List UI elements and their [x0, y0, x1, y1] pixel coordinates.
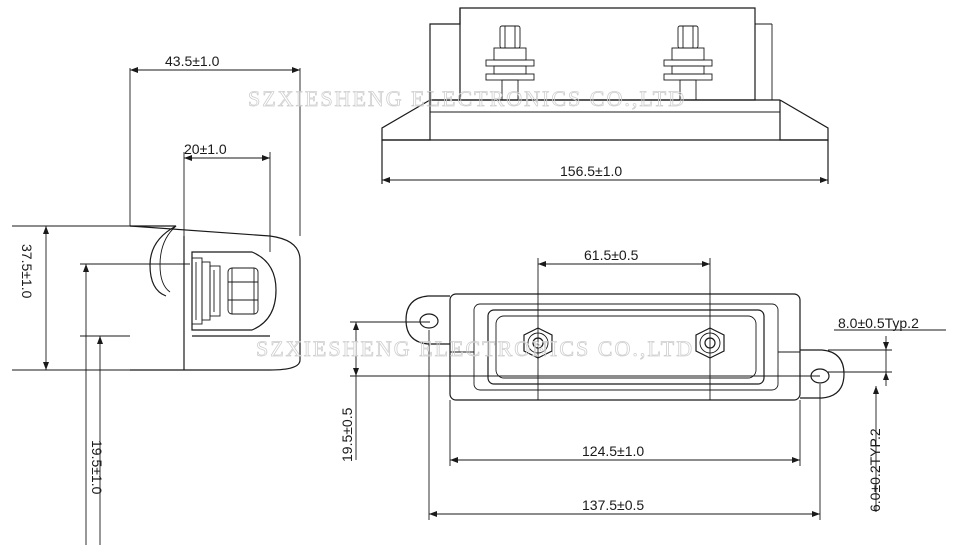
left-mounting-hole: [419, 313, 439, 329]
dim-inner-length: 124.5±1.0: [582, 443, 644, 459]
dim-side-height: 37.5±1.0: [19, 244, 35, 299]
front-view: 156.5±1.0: [381, 7, 829, 184]
dim-bolt-offset: 19.5±0.5: [339, 407, 355, 462]
base-outline: [449, 293, 801, 401]
front-left-stud: [485, 25, 535, 101]
watermark-top: SZXIESHENG ELECTRONICS CO.,LTD: [248, 86, 686, 111]
right-mounting-ear: [800, 349, 845, 399]
side-body-outline: [129, 225, 301, 371]
watermark-bottom: SZXIESHENG ELECTRONICS CO.,LTD: [256, 336, 694, 361]
side-curved-cover: [130, 225, 177, 297]
side-view: 43.5±1.0 20±1.0 37.5±1.0 19.5±1.0: [12, 53, 301, 545]
dim-hole-spacing: 137.5±0.5: [582, 497, 644, 513]
cover-outline: [487, 309, 765, 385]
side-stud: [191, 257, 259, 325]
dim-side-base-height: 19.5±1.0: [89, 440, 105, 495]
side-terminal-cap: [191, 251, 277, 331]
dim-side-width: 43.5±1.0: [165, 53, 220, 69]
top-view: 61.5±0.5 8.0±0.5Typ.2 19.5±0.5 6.0±0.2TY…: [339, 247, 946, 520]
dim-hole-diameter: 6.0±0.2TYP.2: [867, 428, 883, 512]
front-right-stud: [663, 25, 713, 101]
dim-front-width: 156.5±1.0: [560, 163, 622, 179]
dim-bolt-spacing: 61.5±0.5: [584, 247, 639, 263]
left-mounting-ear: [405, 295, 450, 345]
dim-ear-height: 8.0±0.5Typ.2: [838, 315, 919, 331]
dim-side-inner-width: 20±1.0: [184, 141, 227, 157]
